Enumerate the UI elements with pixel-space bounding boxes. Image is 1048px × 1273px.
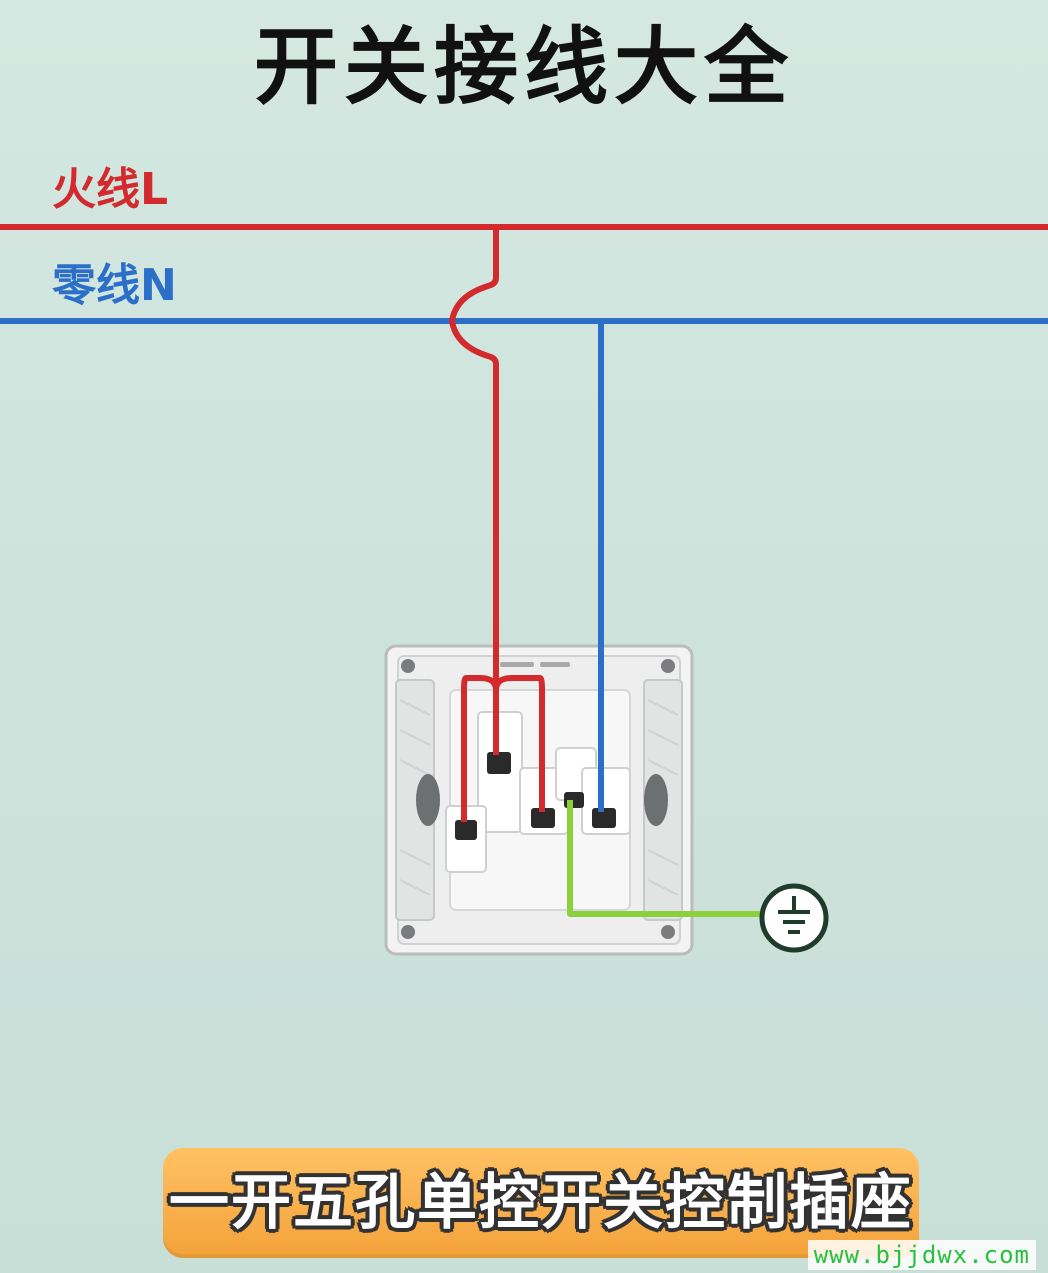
screw-hole-icon xyxy=(661,659,675,673)
terminal-screw-N xyxy=(592,808,616,828)
live-wire-label: 火线L xyxy=(52,164,169,215)
neutral-wire-label: 零线N xyxy=(52,260,177,311)
live-to-socket-wire xyxy=(493,675,545,812)
caption-banner: 一开五孔单控开关控制插座 xyxy=(163,1148,919,1258)
screw-hole-icon xyxy=(661,925,675,939)
screw-hole-icon xyxy=(401,925,415,939)
terminal-screw-L-in xyxy=(487,752,511,774)
page-title: 开关接线大全 xyxy=(253,18,794,116)
mount-slot-icon xyxy=(644,774,668,826)
screw-hole-icon xyxy=(401,659,415,673)
switch-socket-body xyxy=(384,644,694,956)
mount-slot-icon xyxy=(416,774,440,826)
ground-symbol-icon xyxy=(759,883,829,953)
watermark-text: www.bjjdwx.com xyxy=(807,1240,1036,1270)
terminal-screw-L-out xyxy=(455,820,477,840)
live-to-load-wire xyxy=(461,675,499,822)
terminal-screw-socket-L xyxy=(531,808,555,828)
caption-text: 一开五孔单控开关控制插座 xyxy=(169,1168,913,1238)
live-drop-wire xyxy=(449,227,499,690)
ground-wire xyxy=(567,800,760,917)
rib-pattern xyxy=(399,699,679,896)
plate-marking xyxy=(500,662,570,667)
